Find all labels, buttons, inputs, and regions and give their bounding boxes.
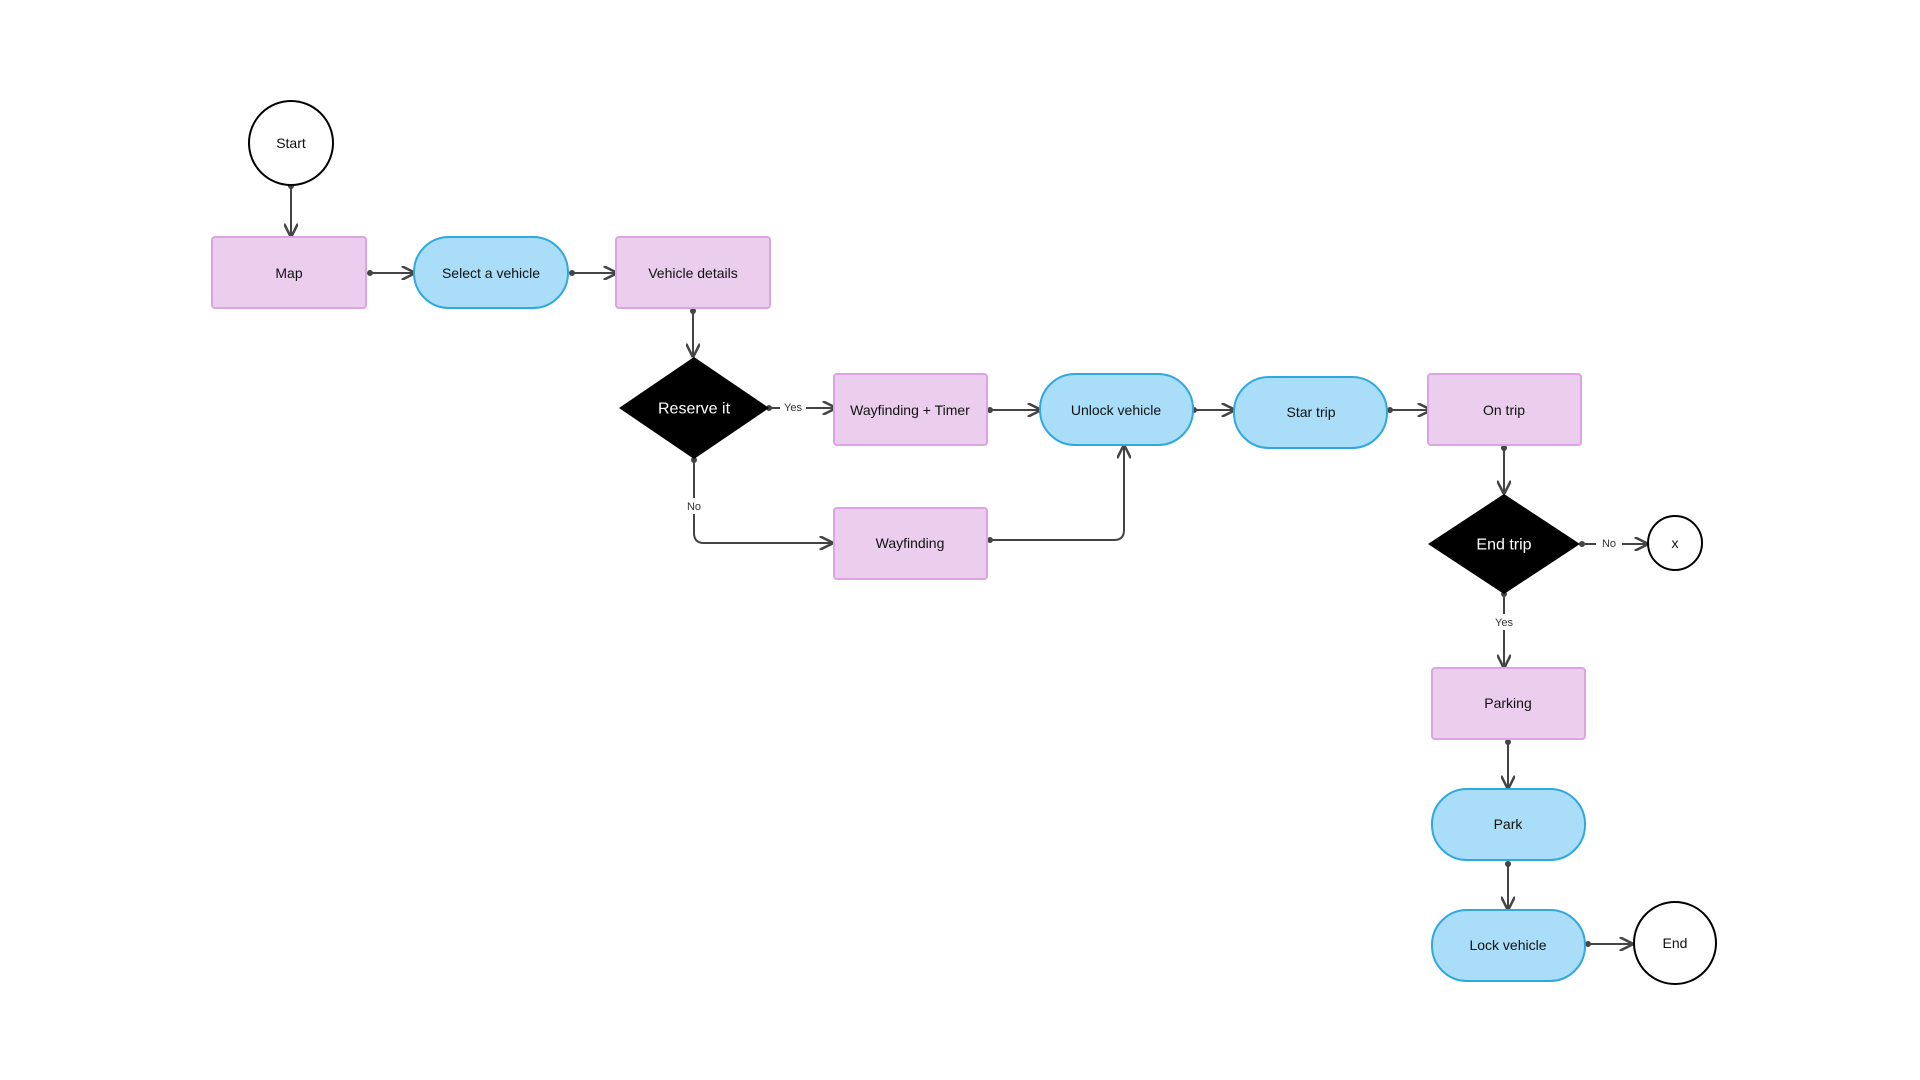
node-lock-vehicle-label: Lock vehicle: [1469, 937, 1546, 953]
node-x-label: x: [1672, 535, 1679, 551]
node-select-vehicle[interactable]: Select a vehicle: [413, 236, 569, 309]
node-x[interactable]: x: [1647, 515, 1703, 571]
node-star-trip[interactable]: Star trip: [1233, 376, 1388, 449]
node-start[interactable]: Start: [248, 100, 334, 186]
node-map-label: Map: [275, 265, 302, 281]
node-select-vehicle-label: Select a vehicle: [442, 265, 540, 281]
edge-label-end-trip-no: No: [1602, 538, 1616, 550]
node-on-trip-label: On trip: [1483, 402, 1525, 418]
edge-reserve-it-no: [693, 460, 832, 543]
node-vehicle-details-label: Vehicle details: [648, 265, 738, 281]
node-unlock-vehicle[interactable]: Unlock vehicle: [1039, 373, 1194, 446]
edge-label-reserve-yes: Yes: [784, 402, 802, 414]
node-on-trip[interactable]: On trip: [1427, 373, 1582, 446]
node-park-label: Park: [1494, 816, 1524, 832]
edge-labels: Yes No No Yes: [683, 399, 1622, 630]
node-unlock-vehicle-label: Unlock vehicle: [1071, 402, 1161, 418]
node-wayfinding-timer-label: Wayfinding + Timer: [850, 402, 970, 418]
node-reserve-it-label: Reserve it: [658, 401, 731, 418]
node-vehicle-details[interactable]: Vehicle details: [615, 236, 771, 309]
node-star-trip-label: Star trip: [1286, 404, 1335, 420]
node-end-label: End: [1663, 935, 1688, 951]
node-wayfinding-timer[interactable]: Wayfinding + Timer: [833, 373, 988, 446]
edge-wayfinding-to-unlock: [990, 446, 1124, 541]
node-map[interactable]: Map: [211, 236, 367, 309]
node-start-label: Start: [276, 135, 306, 151]
node-end-trip-label: End trip: [1476, 537, 1531, 554]
edge-label-reserve-no: No: [687, 501, 701, 513]
node-end[interactable]: End: [1633, 901, 1717, 985]
node-parking-label: Parking: [1484, 695, 1531, 711]
node-lock-vehicle[interactable]: Lock vehicle: [1431, 909, 1586, 982]
node-wayfinding[interactable]: Wayfinding: [833, 507, 988, 580]
edge-label-end-trip-yes: Yes: [1495, 617, 1513, 629]
node-end-trip[interactable]: End trip: [1428, 494, 1580, 594]
node-reserve-it[interactable]: Reserve it: [619, 357, 769, 459]
node-wayfinding-label: Wayfinding: [876, 535, 945, 551]
node-parking[interactable]: Parking: [1431, 667, 1586, 740]
node-park[interactable]: Park: [1431, 788, 1586, 861]
